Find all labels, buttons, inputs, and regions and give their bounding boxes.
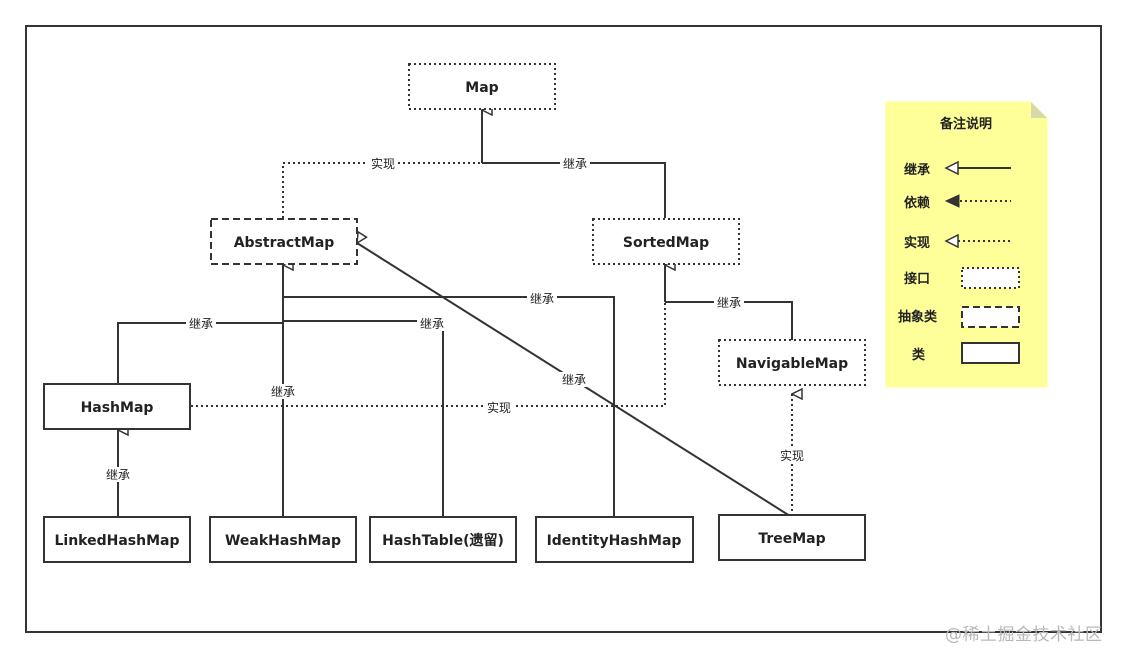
legend-depend-label: 依赖: [904, 195, 930, 211]
edge-label-hashtable-abstractmap: 继承: [420, 317, 444, 331]
edge-label-identityhashmap-abstractmap: 继承: [530, 292, 554, 306]
node-identity-hash-map[interactable]: IdentityHashMap: [535, 516, 694, 563]
node-weak-hash-map-label: WeakHashMap: [225, 533, 341, 549]
legend-note-fold: [1031, 102, 1047, 118]
legend-inherit-arrow: [944, 160, 959, 176]
legend-abstract-class-sample: [961, 306, 1020, 328]
edges: [117, 110, 793, 517]
node-navigable-map-label: NavigableMap: [736, 356, 848, 372]
edge-labels: 实现 继承 继承 继承 继承 继承 继承 实现 继承 继承 实现: [103, 156, 807, 482]
edge-label-hashmap-sortedmap: 实现: [487, 400, 511, 415]
edge-label-navigablemap-sortedmap: 继承: [717, 296, 741, 310]
node-hash-map[interactable]: HashMap: [43, 383, 191, 430]
watermark: @稀土掘金技术社区: [945, 625, 1103, 645]
edge-identityhashmap-abstractmap: [283, 296, 615, 516]
legend-abstract-class-label: 抽象类: [898, 309, 938, 325]
node-identity-hash-map-label: IdentityHashMap: [547, 533, 682, 549]
node-tree-map-label: TreeMap: [758, 531, 825, 547]
legend-implement-label: 实现: [904, 235, 930, 251]
legend-inherit-label: 继承: [904, 162, 930, 178]
node-abstract-map-label: AbstractMap: [234, 235, 335, 251]
legend-interface-sample: [961, 267, 1020, 289]
legend-depend-arrow: [944, 194, 960, 208]
edge-label-weakhashmap-abstractmap: 继承: [271, 385, 295, 399]
legend-implement-arrow: [944, 233, 959, 249]
node-tree-map[interactable]: TreeMap: [718, 514, 866, 561]
edge-navigablemap-sortedmap: [665, 301, 793, 340]
legend-title: 备注说明: [939, 116, 992, 132]
edge-hashmap-abstractmap: [117, 322, 283, 383]
edge-sortedmap-map: [482, 162, 666, 218]
edge-label-abstractmap-map: 实现: [371, 156, 395, 171]
node-weak-hash-map[interactable]: WeakHashMap: [209, 516, 357, 563]
legend-interface-label: 接口: [904, 271, 930, 287]
edge-label-treemap-abstractmap: 继承: [562, 373, 586, 387]
node-sorted-map[interactable]: SortedMap: [592, 218, 740, 265]
node-linked-hash-map[interactable]: LinkedHashMap: [43, 516, 191, 563]
edge-label-hashmap-abstractmap: 继承: [189, 317, 213, 331]
edge-label-sortedmap-map: 继承: [563, 157, 587, 171]
node-navigable-map[interactable]: NavigableMap: [718, 339, 866, 386]
nodes: Map AbstractMap SortedMap NavigableMap H…: [43, 63, 866, 563]
node-map[interactable]: Map: [408, 63, 556, 110]
diagram-frame: [25, 25, 1102, 633]
node-linked-hash-map-label: LinkedHashMap: [54, 533, 179, 549]
legend-note: 备注说明 继承 依赖 实现 接口 抽象类 类: [885, 101, 1048, 388]
edge-label-treemap-navigablemap: 实现: [780, 448, 804, 463]
node-hash-table[interactable]: HashTable(遗留): [369, 516, 517, 563]
node-hash-map-label: HashMap: [81, 400, 154, 416]
edge-abstractmap-map: [282, 162, 482, 218]
node-sorted-map-label: SortedMap: [623, 235, 709, 251]
node-hash-table-label: HashTable(遗留): [382, 532, 504, 549]
edge-hashtable-abstractmap: [283, 320, 444, 516]
node-map-label: Map: [465, 80, 498, 96]
edge-label-linkedhashmap-hashmap: 继承: [106, 468, 130, 482]
legend-class-label: 类: [912, 347, 926, 363]
legend-class-sample: [961, 342, 1020, 364]
node-abstract-map[interactable]: AbstractMap: [210, 218, 358, 265]
